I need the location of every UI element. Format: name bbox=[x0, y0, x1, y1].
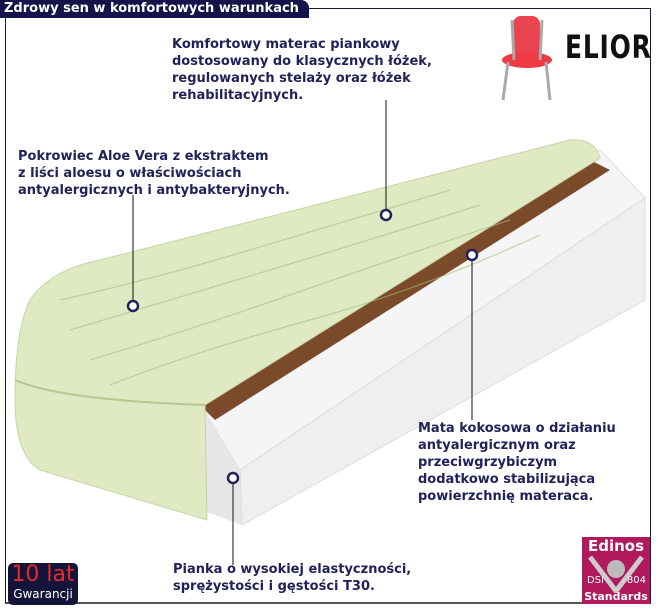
brand-logo: ELIOR bbox=[565, 28, 652, 66]
callout-foam: Pianka o wysokiej elastyczności,sprężyst… bbox=[173, 562, 412, 594]
foam-side bbox=[239, 197, 646, 526]
callout-lines bbox=[132, 100, 473, 565]
header-title: Zdrowy sen w komfortowych warunkach bbox=[0, 0, 309, 18]
cover-front-edge bbox=[14, 379, 206, 406]
aloe-cover bbox=[14, 139, 601, 521]
frame bbox=[5, 8, 651, 604]
warranty-badge: 10 lat Gwarancji bbox=[8, 563, 78, 605]
certificate-badge: Edinos DSI 804 Standards bbox=[582, 537, 650, 604]
callout-markers bbox=[126, 208, 479, 485]
check-mark-icon bbox=[588, 555, 644, 593]
chair-icon bbox=[501, 16, 552, 101]
